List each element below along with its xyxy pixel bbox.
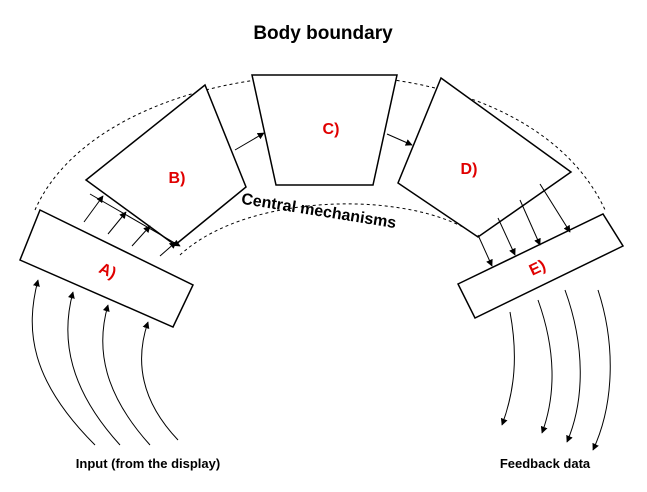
arrow-d-e-3	[519, 199, 541, 246]
output-arrow-1	[500, 311, 515, 426]
arrow-a-b-1	[83, 195, 104, 223]
arrow-b-to-c	[234, 132, 265, 151]
output-arrow-3	[564, 289, 581, 443]
central-mechanisms-label: Central mechanisms	[240, 191, 397, 232]
output-arrows	[500, 289, 611, 451]
arrow-a-b-3	[131, 225, 151, 247]
arrow-b-edge	[89, 193, 181, 247]
input-caption: Input (from the display)	[76, 456, 220, 471]
input-arrow-4	[141, 321, 179, 441]
block-e-label: E)	[527, 257, 549, 279]
input-arrow-1	[31, 279, 96, 446]
arrows-a-to-b	[83, 193, 181, 257]
output-arrow-2	[537, 299, 553, 434]
block-a: A)	[19, 208, 194, 328]
block-d-label: D)	[461, 161, 478, 178]
input-arrow-3	[102, 304, 151, 446]
arrow-d-e-1	[477, 234, 493, 267]
arrow-a-b-2	[107, 211, 127, 235]
block-a-label: A)	[96, 260, 118, 282]
arrow-c-to-d	[386, 133, 413, 146]
block-b-label: B)	[169, 170, 186, 187]
block-e: E)	[456, 213, 625, 319]
arrow-d-e-4	[539, 183, 571, 233]
arrow-a-b-4	[159, 241, 177, 257]
feedback-caption: Feedback data	[500, 456, 591, 471]
block-d: D)	[397, 76, 573, 238]
output-arrow-4	[592, 289, 611, 451]
diagram-title: Body boundary	[253, 23, 393, 44]
block-c: C)	[251, 74, 398, 186]
block-c-label: C)	[323, 121, 340, 138]
inner-boundary-line	[179, 203, 481, 256]
block-b: B)	[84, 83, 247, 246]
arrow-d-e-2	[497, 217, 516, 256]
input-arrow-2	[67, 291, 121, 446]
arrows-d-to-e	[477, 183, 571, 267]
input-arrows	[31, 279, 179, 446]
